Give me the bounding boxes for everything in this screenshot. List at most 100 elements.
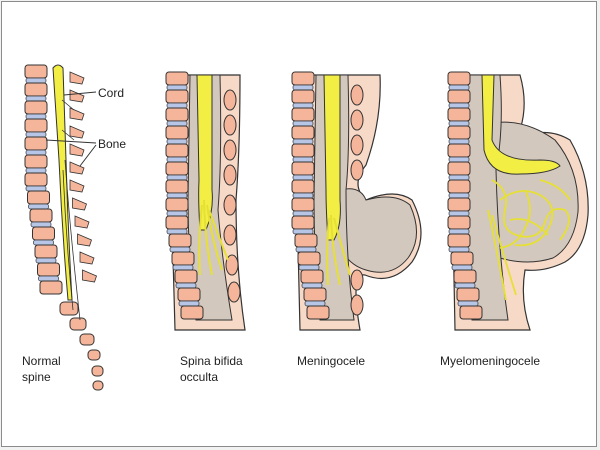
myelo-vertebra [447,161,471,176]
caption-meningocele: Meningocele [297,354,365,368]
meningocele-disc [295,246,317,253]
normal-spinous-process [69,125,85,139]
normal-sacral-bone [87,349,101,361]
normal-disc [25,167,47,174]
normal-vertebra [39,280,63,295]
occulta-vertebra [165,161,189,176]
meningocele-disc [292,174,314,181]
occulta-disc [166,192,188,199]
normal-spinous-process [72,197,87,211]
occulta-vertebra [171,251,195,266]
normal-disc [35,257,57,264]
meningocele-disc [292,156,314,163]
occulta-spinous-process [223,114,237,136]
normal-disc [25,149,47,156]
meningocele-vertebra [306,305,330,320]
normal-sacral-bone [69,317,87,331]
myelo-spinal-cord [481,74,561,175]
occulta-vertebra [174,269,198,284]
myelo-vertebra [447,179,471,194]
meningocele-vertebra [291,89,315,104]
caption-normal-line2: spine [22,370,51,384]
occulta-spinous-process [223,224,237,246]
occulta-vertebrae [165,71,204,320]
occulta-spinous-processes [223,89,241,303]
occulta-disc [166,120,188,127]
meningocele-vertebrae [291,71,330,320]
meningocele-spinous-processes [350,84,364,316]
myelo-disc [454,282,476,289]
occulta-disc [166,210,188,217]
normal-spinous-process [79,251,95,265]
caption-normal-line1: Normal [22,354,61,368]
panel-meningocele: Meningocele [291,71,422,368]
occulta-vertebra [177,287,201,302]
meningocele-spinous-process [350,109,364,131]
normal-sacral-bone [91,365,104,377]
meningocele-vertebra [300,269,324,284]
meningocele-disc [292,120,314,127]
meningocele-vertebra [291,71,315,86]
occulta-disc [166,138,188,145]
normal-disc [25,131,47,138]
normal-vertebra [32,226,55,241]
occulta-disc [166,84,188,91]
myelo-disc [451,264,473,271]
myelo-tangled-nerves [487,179,571,301]
meningocele-disc [292,228,314,235]
occulta-vertebra [165,107,189,122]
myelo-disc [448,210,470,217]
panel-myelomeningocele: Myelomeningocele [440,71,589,368]
myelo-disc [448,174,470,181]
meningocele-vertebra [291,179,315,194]
normal-spinous-process [69,179,85,193]
meningocele-spinous-process [350,159,364,181]
occulta-disc [166,156,188,163]
normal-disc [38,275,59,282]
normal-vertebra [24,136,48,151]
normal-spinous-process [69,107,85,121]
myelo-disc [448,228,470,235]
occulta-spinous-process [225,254,239,276]
meningocele-disc [292,84,314,91]
normal-spinous-process [69,143,85,157]
cord-label: Cord [98,86,124,100]
meningocele-disc [292,102,314,109]
myelo-vertebra [456,287,480,302]
myelo-disc [448,156,470,163]
normal-vertebra [24,82,48,97]
caption-occulta-line1: Spina bifida [180,354,243,368]
myelo-vertebra [447,215,471,230]
myelo-vertebra [447,197,471,212]
normal-spinous-process [74,215,90,229]
meningocele-vertebra [291,107,315,122]
meningocele-vertebra [291,197,315,212]
myelo-vertebrae [447,71,483,320]
normal-disc [30,221,52,228]
bone-leader-line-2 [79,144,97,167]
normal-spinous-process [82,269,97,283]
occulta-spinous-process [223,139,237,161]
meningocele-vertebra [294,233,318,248]
meningocele-disc [292,138,314,145]
normal-spinous-process [77,233,92,247]
normal-disc [33,239,54,246]
normal-spinous-process [69,89,85,103]
myelo-vertebra [447,233,471,248]
occulta-vertebra [165,143,189,158]
myelo-vertebra [447,89,471,104]
bone-leader-line-1 [45,139,97,144]
meningocele-vertebra [291,215,315,230]
myelo-vertebra [447,71,471,86]
myelo-vertebra [453,269,477,284]
meningocele-spinous-process [350,269,364,291]
normal-vertebra [37,262,60,277]
occulta-spinous-process [223,194,237,216]
meningocele-spinous-process [350,84,364,106]
occulta-disc [178,300,200,307]
meningocele-disc [292,192,314,199]
normal-vertebra [24,64,48,79]
panel-normal-spine: Cord Bone Normal spine [22,64,126,391]
normal-vertebra [24,154,48,169]
normal-disc [25,95,47,102]
